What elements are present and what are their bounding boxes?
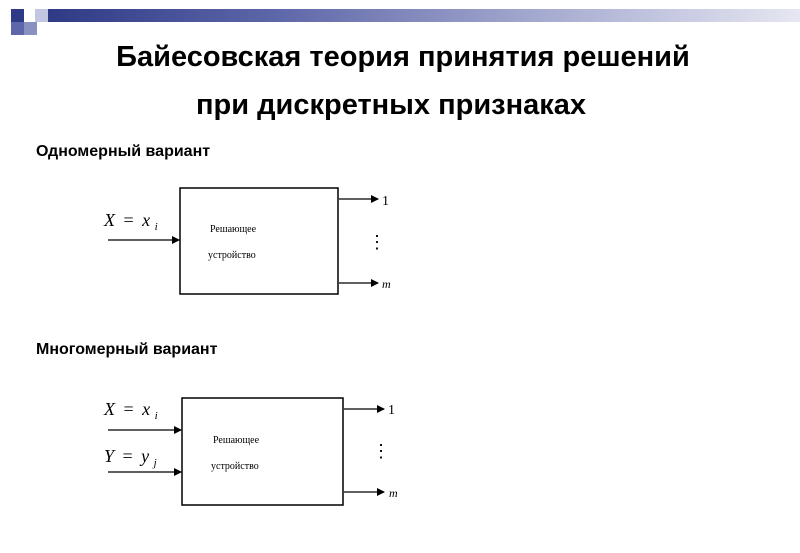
- decor-square: [11, 22, 24, 35]
- decor-square: [24, 22, 37, 35]
- decor-square: [35, 9, 48, 22]
- decorative-header-bar: [0, 0, 800, 40]
- slide-title-line-1: Байесовская теория принятия решений: [116, 41, 690, 73]
- box-label-line-1: Решающее: [213, 435, 260, 446]
- output-label-last: m: [382, 277, 391, 291]
- decision-device-box: [181, 397, 344, 506]
- output-ellipsis: ⋮: [372, 441, 390, 461]
- input-variable-y: Y = y j: [104, 446, 157, 469]
- slide-title-line-2: при дискретных признаках: [195, 89, 586, 121]
- decor-square: [11, 9, 24, 22]
- output-label-first: 1: [388, 403, 395, 418]
- box-label-line-1: Решающее: [210, 224, 257, 235]
- box-label-line-2: устройство: [211, 461, 259, 472]
- one-dim-label: Одномерный вариант: [36, 143, 211, 160]
- decision-device-box: [179, 187, 339, 295]
- multi-dim-label: Многомерный вариант: [36, 341, 218, 358]
- one-dim-diagram: Решающее устройство X = x i 1 ⋮ m: [103, 187, 391, 295]
- output-label-first: 1: [382, 194, 389, 209]
- output-label-last: m: [389, 486, 398, 500]
- gradient-stripe: [48, 9, 800, 22]
- box-label-line-2: устройство: [208, 250, 256, 261]
- output-ellipsis: ⋮: [368, 232, 386, 252]
- multi-dim-diagram: Решающее устройство X = x i Y = y j 1 ⋮ …: [103, 397, 398, 506]
- input-variable-x: X = x i: [103, 399, 158, 422]
- input-variable: X = x i: [103, 210, 158, 233]
